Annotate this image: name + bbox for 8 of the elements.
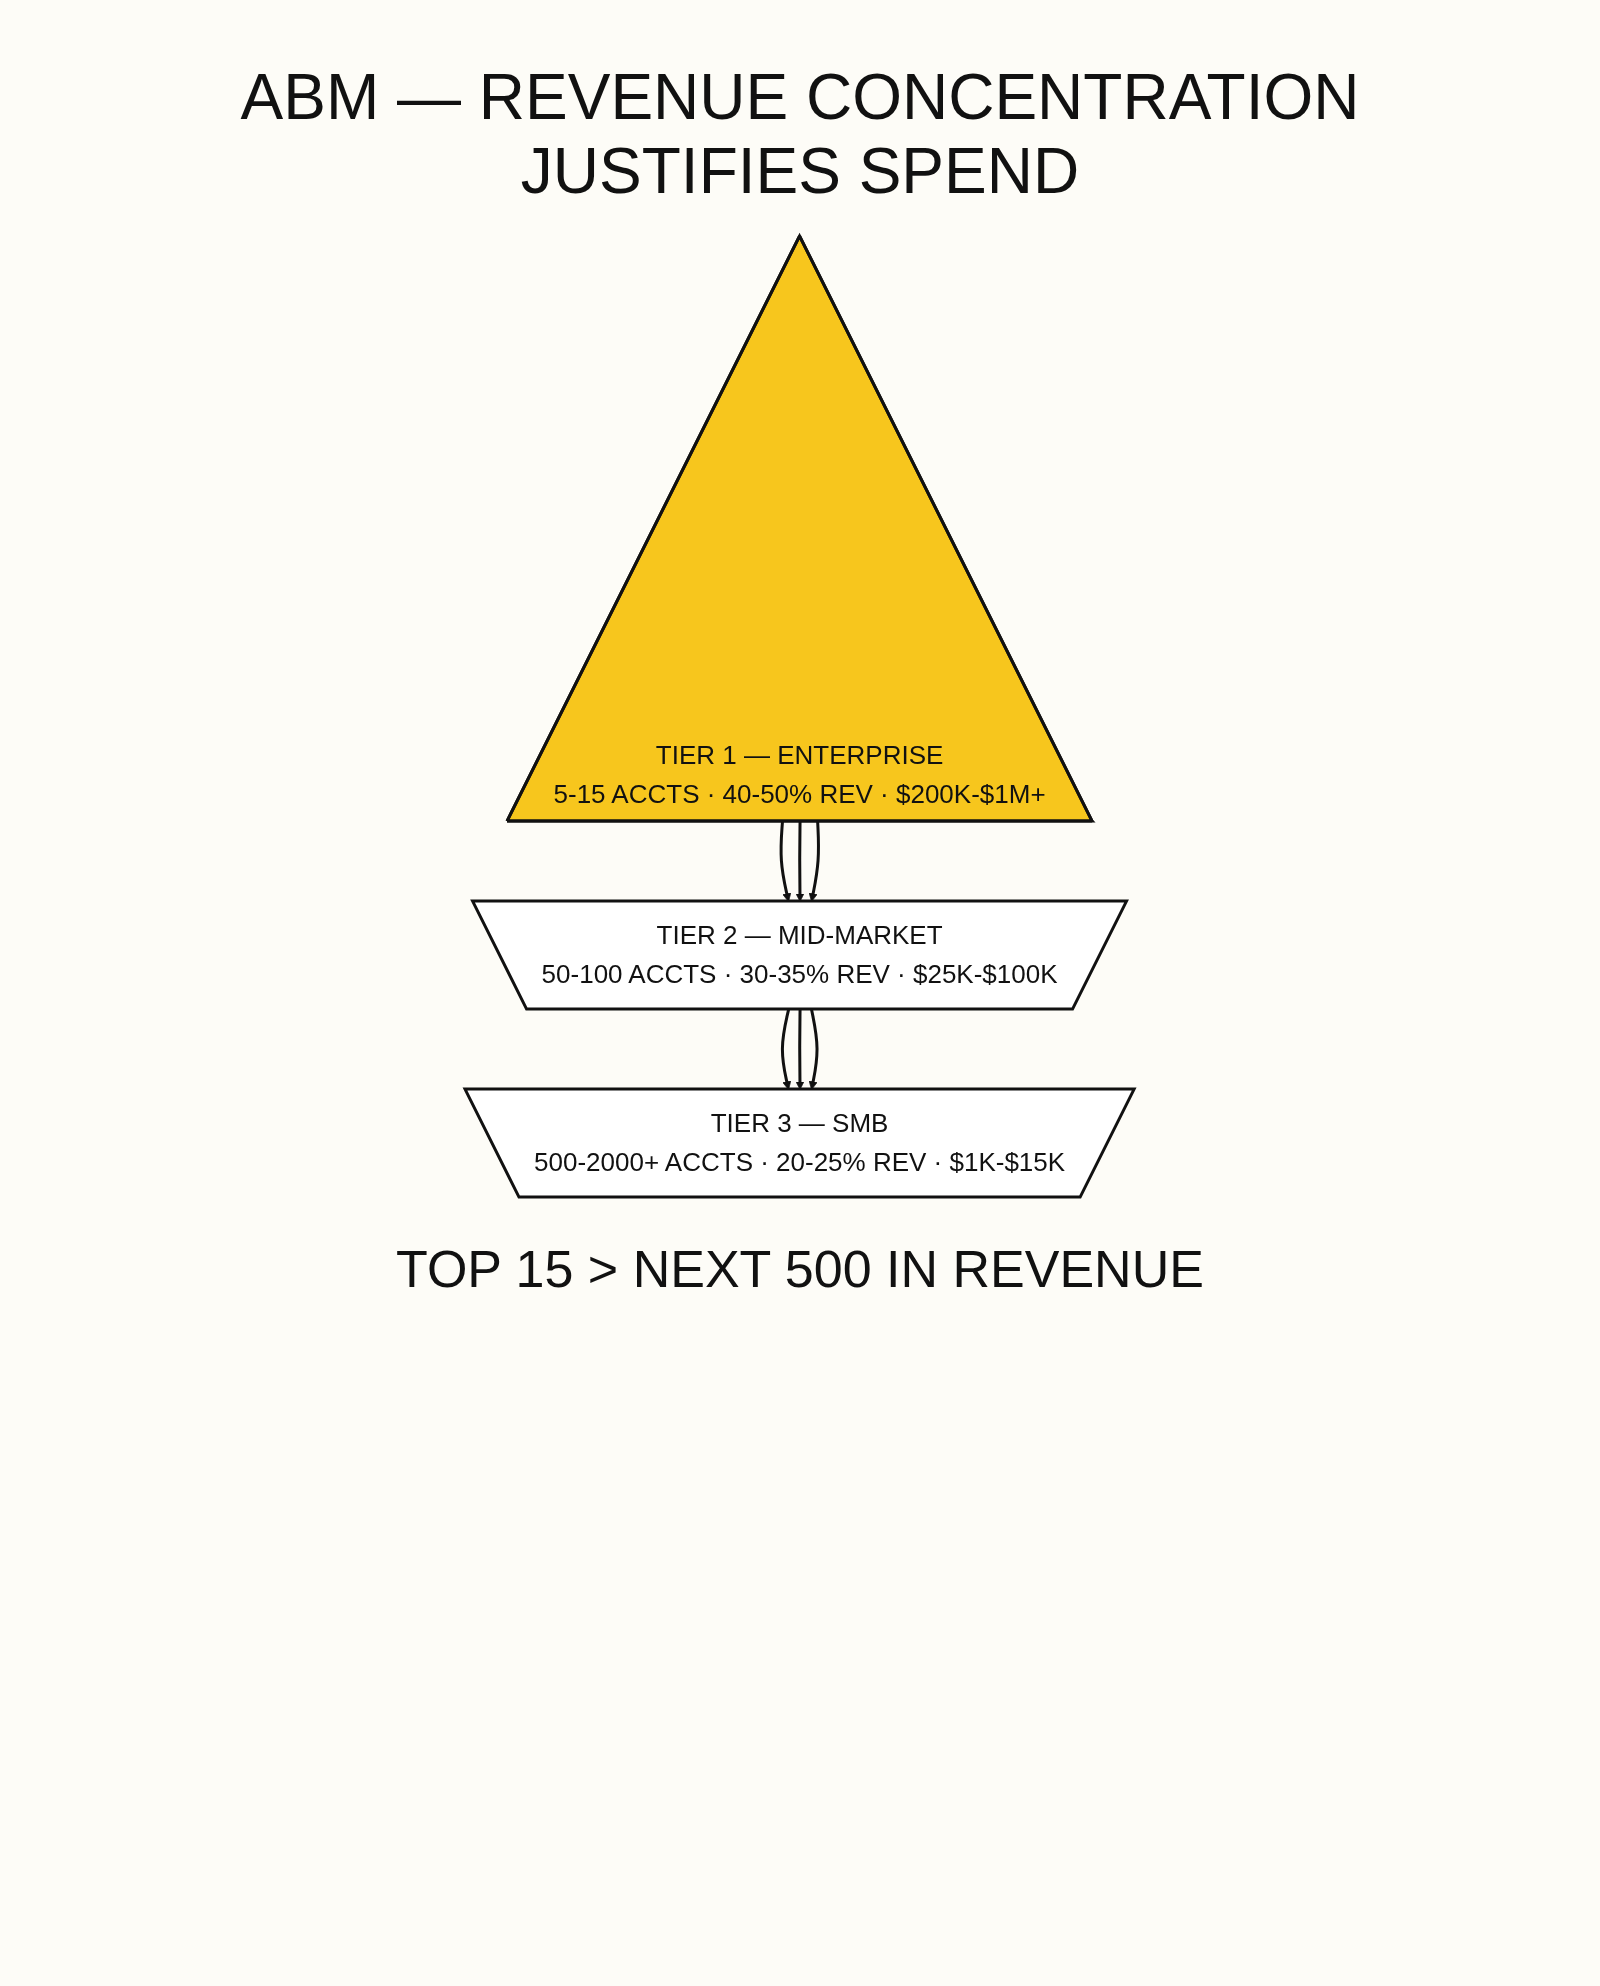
arrow — [780, 821, 792, 902]
caption: TOP 15 > NEXT 500 IN REVENUE — [395, 1239, 1205, 1300]
arrow — [781, 1009, 792, 1090]
arrow — [809, 1009, 819, 1090]
arrow — [796, 1009, 805, 1090]
arrow — [796, 821, 805, 902]
title: ABM — REVENUE CONCENTRATION JUSTIFIES SPEND — [239, 60, 1361, 208]
arrow — [809, 821, 821, 902]
